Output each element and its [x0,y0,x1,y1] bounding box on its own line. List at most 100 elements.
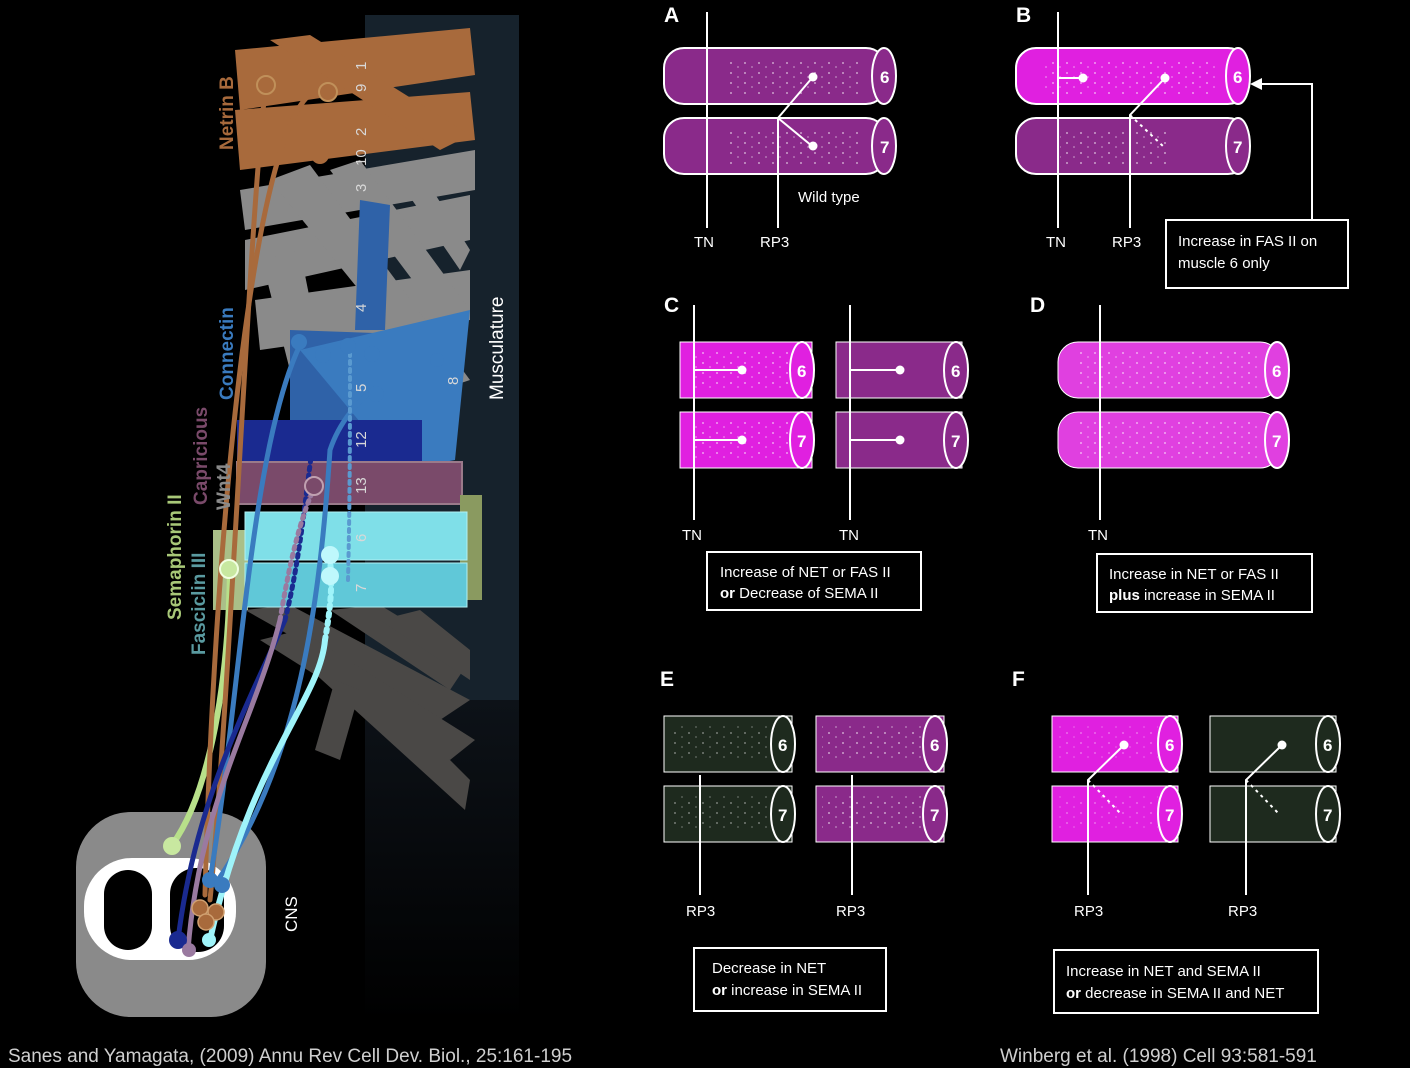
muscle-id: 7 [1165,806,1174,825]
nerve-label-rp3: RP3 [1112,234,1141,251]
box-line: or increase in SEMA II [712,982,862,999]
muscle-number: 8 [445,377,462,385]
arrow-line [1255,83,1313,220]
panel-letter: C [664,294,679,317]
muscle-number: 5 [353,384,370,392]
muscle-id: 7 [930,806,939,825]
muscle-7-cylinder: 7 [1057,411,1290,469]
annotation-box [1053,949,1319,1014]
fasciclin-axon [207,637,328,943]
muscle-number: 12 [353,431,370,448]
citation-left: Sanes and Yamagata, (2009) Annu Rev Cell… [8,1046,573,1067]
label-musculature: Musculature [487,297,508,401]
nerve-label-tn: TN [682,527,702,544]
connectin-axon-1 [207,342,303,883]
box-line: Decrease in NET [712,960,826,977]
nerve-label-rp3: RP3 [1074,903,1103,920]
panel-d: D 6 7 TN Increase in NET or FAS II plus … [1030,294,1313,613]
capricious-axon-dotted [282,447,315,623]
muscle-7-cylinder: 7 [1051,785,1183,843]
muscle-7-cylinder: 7 [663,785,796,843]
muscle-id: 7 [1323,806,1332,825]
nerve-label-rp3: RP3 [1228,903,1257,920]
lower-muscles [245,605,475,810]
wnt4-axon [185,617,283,953]
label-cns: CNS [282,896,301,932]
panel-e: E 6 7 RP3 6 [660,668,948,1012]
muscle-number: 7 [353,584,370,592]
muscle-number: 1 [353,62,370,70]
panel-caption: Wild type [798,189,860,206]
muscle-id: 7 [797,432,806,451]
fasciclin-axon-dotted [322,557,335,643]
muscle-6-cylinder: 6 [1057,341,1290,399]
muscle-id: 7 [1272,432,1281,451]
label-connectin: Connectin [217,307,238,400]
panel-a: A 6 7 Wild type TN RP3 [663,4,897,251]
box-line: Increase of NET or FAS II [720,564,891,581]
label-capricious: Capricious [191,407,212,505]
muscle-id: 6 [930,736,939,755]
muscle-number: 3 [353,184,370,192]
panel-f: F 6 7 RP3 6 [1012,668,1341,1014]
annotation-box [1165,219,1349,289]
muscle-id: 6 [1165,736,1174,755]
connectin-dotted [346,343,352,582]
muscle-7-cylinder: 7 [1209,785,1341,843]
annotation-box [1096,553,1313,613]
nerve-label-tn: TN [1046,234,1066,251]
panel-b: B 6 7 TN RP3 Increase in FAS II on [1015,4,1349,289]
annotation-box [706,551,922,611]
muscle-id: 6 [797,362,806,381]
label-wnt4: Wnt4 [214,463,235,510]
muscle-6-cylinder: 6 [1015,47,1251,105]
left-diagram: 1 9 2 10 3 4 5 8 12 13 6 7 [76,15,519,1022]
label-netrin: Netrin B [217,76,238,150]
label-fasciclin: Fasciclin III [189,553,210,655]
muscle-id: 7 [778,806,787,825]
muscle-6-cylinder: 6 [1051,715,1183,773]
panel-letter: D [1030,294,1045,317]
box-line: Increase in NET and SEMA II [1066,963,1261,980]
muscle-id: 6 [778,736,787,755]
muscle-6 [244,511,468,561]
muscle-id: 6 [1323,736,1332,755]
muscle-6-cylinder: 6 [663,47,897,105]
connectin-axon-2 [215,387,375,883]
arrowhead [1250,78,1262,90]
muscle-7-cylinder: 7 [815,785,948,843]
box-line: Increase in NET or FAS II [1109,566,1279,583]
muscle-id: 6 [951,362,960,381]
panel-letter: B [1016,4,1031,27]
muscle-7-cylinder: 7 [1015,117,1251,175]
muscle-id: 7 [951,432,960,451]
muscle-number: 6 [353,534,370,542]
muscle-6-cylinder: 6 [1209,715,1341,773]
muscle-number: 10 [353,149,370,166]
box-line: plus increase in SEMA II [1109,587,1275,604]
annotation-box [693,947,887,1012]
box-line: muscle 6 only [1178,255,1270,272]
nerve-label-rp3: RP3 [686,903,715,920]
muscle-id: 7 [880,138,889,157]
citation-right: Winberg et al. (1998) Cell 93:581-591 [1000,1046,1317,1067]
muscle-6-cylinder: 6 [815,715,948,773]
netrin-muscles [235,28,475,170]
muscle-id: 6 [880,68,889,87]
label-semaphorin: Semaphorin II [165,494,186,620]
muscle-number: 2 [353,128,370,136]
muscle-id: 7 [1233,138,1242,157]
muscle-6-cylinder: 6 [663,715,796,773]
muscle-id: 6 [1233,68,1242,87]
panel-letter: E [660,668,674,691]
box-line: Increase in FAS II on [1178,233,1317,250]
nerve-label-rp3: RP3 [760,234,789,251]
muscle-number: 9 [353,84,370,92]
nerve-label-tn: TN [694,234,714,251]
box-line: or decrease in SEMA II and NET [1066,985,1284,1002]
box-line: or Decrease of SEMA II [720,585,878,602]
netrin-axon-2 [202,87,331,898]
wnt4-axon-dotted [277,485,317,623]
synapse-endpoints [163,75,444,957]
